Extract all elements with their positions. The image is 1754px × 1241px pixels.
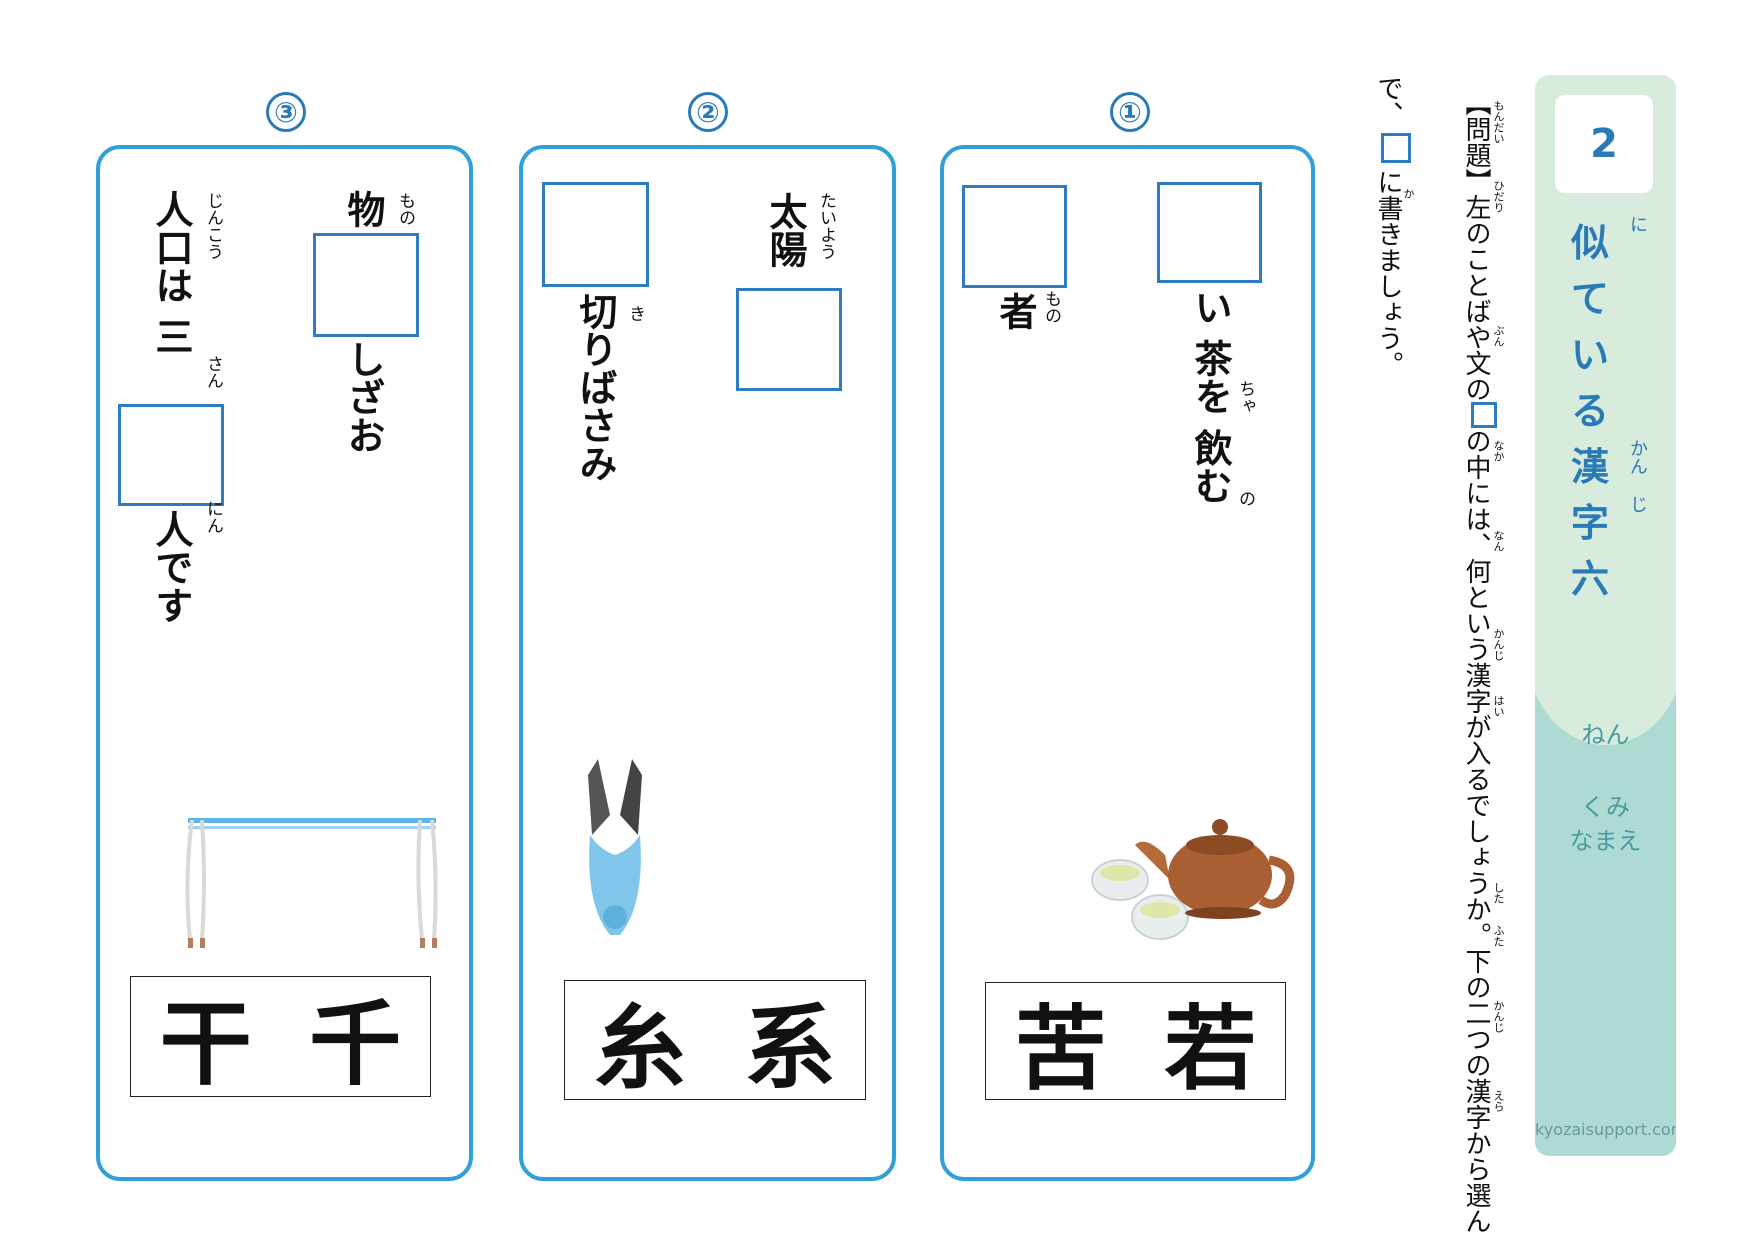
class-label: くみ xyxy=(1581,793,1630,821)
drying-pole-icon xyxy=(185,818,438,948)
question-3-text-b-bottom: 人です xyxy=(149,510,193,624)
question-panel-1 xyxy=(940,145,1315,1181)
question-1-text-b: 者 xyxy=(993,292,1037,330)
answer-box-1a[interactable] xyxy=(1157,182,1262,283)
ruby-jinkou: じんこう xyxy=(203,192,223,260)
worksheet-number: 2 xyxy=(1555,95,1653,193)
answer-box-3b[interactable] xyxy=(118,404,224,506)
ruby-erabu: えら xyxy=(1492,1090,1505,1112)
blank-square-icon xyxy=(1470,402,1497,428)
question-3-text-b-top: 人口は 三 xyxy=(149,190,193,356)
question-number-3: ③ xyxy=(266,92,306,132)
title-char: る xyxy=(1571,389,1610,433)
choice-2a: 糸 xyxy=(593,993,686,1102)
choice-1a: 苦 xyxy=(1014,994,1107,1103)
ruby-ki: き xyxy=(625,305,645,322)
title-char: い xyxy=(1571,333,1610,377)
year-label: ねん xyxy=(1581,721,1630,749)
name-label: なまえ xyxy=(1569,827,1642,855)
question-2-text-b: 切りばさみ xyxy=(573,292,617,482)
ruby-san: さん xyxy=(203,355,223,389)
title-char: 六 xyxy=(1571,557,1610,601)
worksheet-title: 似に て い る 漢かん 字じ 六 xyxy=(1571,215,1648,607)
ruby-kanji: かんじ xyxy=(1492,628,1505,661)
ruby-futa: ふた xyxy=(1492,925,1505,947)
ruby-hidari: ひだり xyxy=(1492,180,1505,213)
choice-3a: 干 xyxy=(159,990,252,1098)
question-3-text-a-bottom: しざお xyxy=(341,340,385,454)
choice-box-3: 干 千 xyxy=(130,976,431,1098)
choice-box-1: 苦 若 xyxy=(985,982,1286,1103)
ruby-kanji-2: かんじ xyxy=(1492,1000,1505,1033)
ruby-mono: もの xyxy=(1041,290,1061,324)
question-1-text-a: い 茶を 飲む xyxy=(1188,288,1232,505)
choice-box-2: 糸 系 xyxy=(564,980,866,1102)
title-char: て xyxy=(1571,277,1610,321)
choice-2b: 系 xyxy=(743,993,836,1102)
question-2-text-a: 太陽 xyxy=(763,192,807,268)
question-number-2: ② xyxy=(688,92,728,132)
ruby-cha: ちゃ xyxy=(1235,380,1255,414)
ruby-nan: なん xyxy=(1492,530,1505,552)
title-tab: 2 似に て い る 漢かん 字じ 六 ねん くみ なまえ kyozaisupp… xyxy=(1535,75,1676,1156)
thread-scissors-icon xyxy=(588,759,642,935)
answer-box-1b[interactable] xyxy=(962,185,1067,288)
instruction-line-1: 【問題】左のことばや文のの中には、何という漢字が入るでしょうか。下の二つの漢字か… xyxy=(1460,90,1497,1234)
ruby-mondai: もんだい xyxy=(1492,100,1505,144)
ruby-ka: か xyxy=(1402,188,1415,199)
site-credit: kyozaisupport.com xyxy=(1535,1120,1676,1139)
question-3-text-a-top: 物 xyxy=(341,190,385,228)
answer-box-2a[interactable] xyxy=(736,288,842,391)
ruby-bun: ぶん xyxy=(1492,325,1505,347)
blank-square-icon xyxy=(1380,133,1411,163)
title-char: 漢かん xyxy=(1571,439,1648,489)
ruby-naka: なか xyxy=(1492,440,1505,462)
choice-3b: 千 xyxy=(309,990,402,1098)
choice-1b: 若 xyxy=(1164,994,1257,1103)
title-tab-arc xyxy=(1535,545,1676,745)
answer-box-2b[interactable] xyxy=(542,182,649,287)
question-number-1: ① xyxy=(1110,92,1150,132)
ruby-shita: した xyxy=(1492,882,1505,904)
ruby-taiyou: たいよう xyxy=(816,192,836,260)
ruby-mono-3: もの xyxy=(395,192,415,226)
answer-box-3a[interactable] xyxy=(313,233,419,337)
ruby-no: の xyxy=(1235,490,1255,507)
title-char: 字じ xyxy=(1571,495,1648,545)
instruction-line-2: で、に書きましょう。 xyxy=(1372,75,1411,377)
title-char: 似に xyxy=(1571,215,1648,265)
teapot-icon xyxy=(1091,819,1295,940)
ruby-hai: はい xyxy=(1492,695,1505,717)
ruby-nin: にん xyxy=(203,500,223,534)
